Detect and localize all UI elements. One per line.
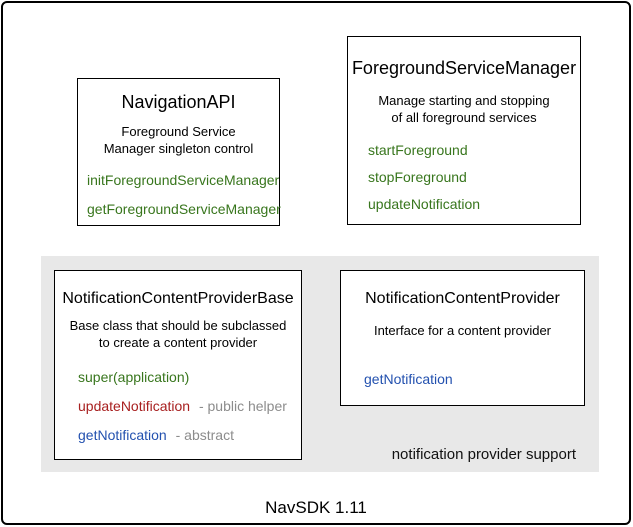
method-super-application: super(application) bbox=[78, 370, 301, 384]
class-description-navigation-api: Foreground Service Manager singleton con… bbox=[78, 123, 279, 157]
method-getForegroundServiceManager: getForegroundServiceManager bbox=[87, 201, 281, 217]
method-updateNotification: updateNotification bbox=[368, 197, 580, 211]
method-name: initForegroundServiceManager bbox=[87, 172, 280, 188]
method-name: super(application) bbox=[78, 369, 190, 385]
class-description-notification-content-provider-base: Base class that should be subclassed to … bbox=[55, 317, 301, 351]
method-annotation: - public helper bbox=[198, 398, 287, 414]
method-list: getNotification bbox=[341, 372, 584, 386]
description-line: Foreground Service bbox=[121, 124, 236, 139]
method-updateNotification: updateNotification - public helper bbox=[78, 399, 301, 413]
method-name: getNotification bbox=[364, 371, 453, 387]
panel-label: notification provider support bbox=[391, 446, 576, 463]
class-description-foreground-service-manager: Manage starting and stopping of all fore… bbox=[348, 92, 580, 126]
class-box-navigation-api: NavigationAPI Foreground Service Manager… bbox=[77, 78, 281, 226]
class-box-notification-content-provider: NotificationContentProvider Interface fo… bbox=[340, 270, 585, 406]
method-name: updateNotification bbox=[368, 196, 481, 212]
description-line: Interface for a content provider bbox=[373, 323, 552, 338]
class-title-navigation-api: NavigationAPI bbox=[121, 92, 236, 112]
method-list: initForegroundServiceManager getForegrou… bbox=[78, 173, 281, 217]
class-box-notification-content-provider-base: NotificationContentProviderBase Base cla… bbox=[54, 270, 302, 460]
method-startForeground: startForeground bbox=[368, 143, 580, 157]
method-list: startForeground stopForeground updateNot… bbox=[348, 143, 580, 211]
method-name: getForegroundServiceManager bbox=[87, 201, 281, 217]
class-title-notification-content-provider: NotificationContentProvider bbox=[365, 290, 560, 307]
method-name: stopForeground bbox=[368, 169, 467, 185]
method-getNotification: getNotification - abstract bbox=[78, 428, 301, 442]
method-name: updateNotification bbox=[78, 398, 191, 414]
description-line: to create a content provider bbox=[98, 335, 258, 350]
class-title-notification-content-provider-base: NotificationContentProviderBase bbox=[62, 290, 294, 307]
description-line: of all foreground services bbox=[391, 110, 537, 125]
description-line: Base class that should be subclassed bbox=[69, 318, 287, 333]
method-list: super(application) updateNotification - … bbox=[55, 370, 301, 442]
method-initForegroundServiceManager: initForegroundServiceManager bbox=[87, 173, 279, 187]
class-description-notification-content-provider: Interface for a content provider bbox=[341, 322, 584, 339]
diagram-caption: NavSDK 1.11 bbox=[265, 498, 367, 517]
method-annotation: - abstract bbox=[175, 427, 234, 443]
description-line: Manager singleton control bbox=[103, 141, 254, 156]
method-stopForeground: stopForeground bbox=[368, 170, 580, 184]
class-box-foreground-service-manager: ForegroundServiceManager Manage starting… bbox=[347, 36, 581, 225]
class-title-foreground-service-manager: ForegroundServiceManager bbox=[351, 58, 577, 78]
method-getNotification: getNotification bbox=[364, 372, 584, 386]
method-name: getNotification bbox=[78, 427, 167, 443]
method-name: startForeground bbox=[368, 142, 468, 158]
description-line: Manage starting and stopping bbox=[378, 93, 550, 108]
notification-provider-support-panel: NotificationContentProviderBase Base cla… bbox=[41, 256, 599, 472]
